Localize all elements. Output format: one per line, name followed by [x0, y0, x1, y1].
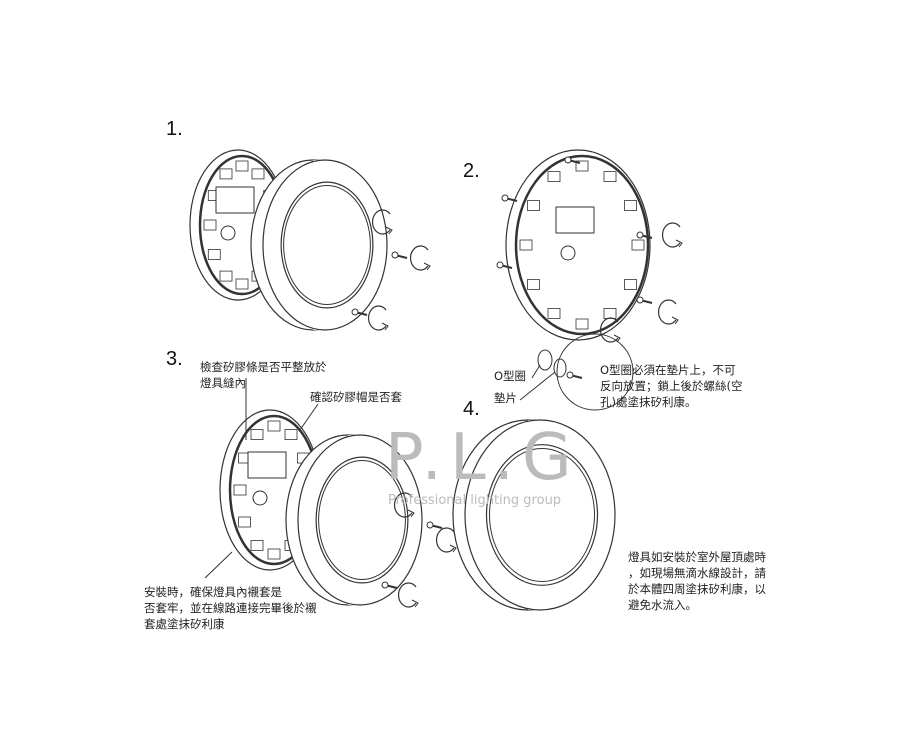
step4-lens-inner [489, 448, 595, 582]
step2-led-module [603, 308, 617, 319]
step1-led-module [219, 270, 233, 282]
step2-housing-rim [514, 154, 650, 336]
leader-line [519, 371, 556, 401]
note-check-seal-strip: 檢查矽膠條是否平整放於 燈具縫內 [200, 360, 327, 390]
rotate-arrow-icon-head [385, 226, 393, 235]
step3-driver-box [247, 451, 287, 479]
note-roof-instruction: 燈具如安裝於室外屋頂處時 ，如現場無滴水線設計，請 於本體四周塗抹矽利康，以 避… [628, 550, 766, 612]
rotate-arrow-icon [436, 527, 455, 553]
rotate-arrow-icon [662, 222, 681, 248]
step2-driver-box [555, 206, 595, 234]
step1-led-module [251, 168, 265, 180]
screw-head [636, 296, 644, 304]
rotate-arrow-icon [398, 582, 417, 608]
step1-lens-outer [280, 181, 374, 309]
step1-driver-box [215, 186, 255, 214]
note-sleeve-instruction: 安裝時，確保燈具內襯套是 否套牢，並在線路連接完畢後於襯 套處塗抹矽利康 [144, 585, 317, 631]
screw-head [564, 156, 572, 164]
screw-head [501, 194, 509, 202]
step2-led-module [527, 279, 540, 290]
rotate-arrow-icon-head [407, 509, 415, 518]
step-1-number: 1. [166, 118, 183, 140]
step2-cable-gland [560, 245, 576, 261]
step1-ring-front [262, 159, 388, 331]
step2-led-module [527, 200, 540, 211]
o-ring-icon [537, 349, 553, 371]
step2-led-module [519, 239, 533, 251]
screw-head [381, 581, 389, 589]
note-confirm-seal-cap: 確認矽膠帽是否套 [310, 390, 402, 404]
step1-lens-inner [283, 185, 371, 305]
step2-led-module [631, 239, 645, 251]
step3-led-module [250, 429, 264, 440]
rotate-arrow-icon-head [411, 599, 419, 608]
rotate-arrow-icon [410, 245, 429, 271]
step3-led-module [250, 540, 264, 551]
step2-led-module [624, 200, 637, 211]
step-2-number: 2. [463, 160, 480, 182]
step2-led-module [624, 279, 637, 290]
rotate-arrow-icon [368, 305, 387, 331]
rotate-arrow-icon [600, 317, 619, 343]
step3-lens-inner [318, 460, 406, 580]
step3-led-module [267, 420, 281, 432]
step3-led-module [238, 516, 251, 528]
rotate-arrow-icon-head [449, 544, 457, 553]
watermark-tagline: Professional lighting group [388, 493, 562, 508]
step1-led-module [235, 160, 249, 172]
step3-led-module [284, 429, 298, 440]
screw-head [351, 308, 359, 316]
step1-cable-gland [220, 225, 236, 241]
watermark-brand: P.L.G [385, 421, 580, 495]
step-3-number: 3. [166, 348, 183, 370]
screw-head [391, 251, 399, 259]
step3-lens-outer [315, 456, 409, 584]
screw-head [496, 261, 504, 269]
rotate-arrow-icon-head [671, 316, 679, 325]
detail-screw-head [566, 371, 574, 379]
rotate-arrow-icon-head [423, 262, 431, 271]
rotate-arrow-icon [658, 299, 677, 325]
detail-magnifier-circle [556, 333, 634, 411]
rotate-arrow-icon [394, 492, 413, 518]
step2-led-module [547, 308, 561, 319]
rotate-arrow-icon-head [613, 334, 621, 343]
rotate-arrow-icon-head [675, 239, 683, 248]
step-4-number: 4. [463, 398, 480, 420]
screw-head [636, 231, 644, 239]
step2-led-module [547, 171, 561, 182]
step2-led-module [575, 160, 589, 172]
step2-led-module [575, 318, 589, 330]
step3-led-module [233, 484, 247, 496]
step3-led-module [267, 548, 281, 560]
note-o-ring-instruction: O型圈必須在墊片上，不可 反向放置；鎖上後於螺絲(空 孔)處塗抹矽利康。 [600, 363, 743, 409]
step3-cable-gland [252, 490, 268, 506]
step2-housing [505, 149, 651, 341]
label-o-ring: O型圈 [494, 369, 527, 383]
leader-line [531, 364, 541, 379]
step4-lens-outer [485, 444, 599, 586]
leader-line [204, 551, 233, 579]
step3-ring-front [297, 434, 423, 606]
step1-led-module [207, 249, 221, 260]
leader-line [299, 403, 319, 431]
rotate-arrow-icon [372, 209, 391, 235]
step2-led-module [603, 171, 617, 182]
rotate-arrow-icon-head [381, 322, 389, 331]
label-washer: 墊片 [494, 391, 517, 405]
step1-led-module [219, 168, 233, 180]
step1-led-module [203, 219, 217, 231]
step1-led-module [235, 278, 249, 290]
screw-head [426, 521, 434, 529]
washer-icon [553, 358, 567, 378]
step4-ring-front [464, 419, 616, 611]
